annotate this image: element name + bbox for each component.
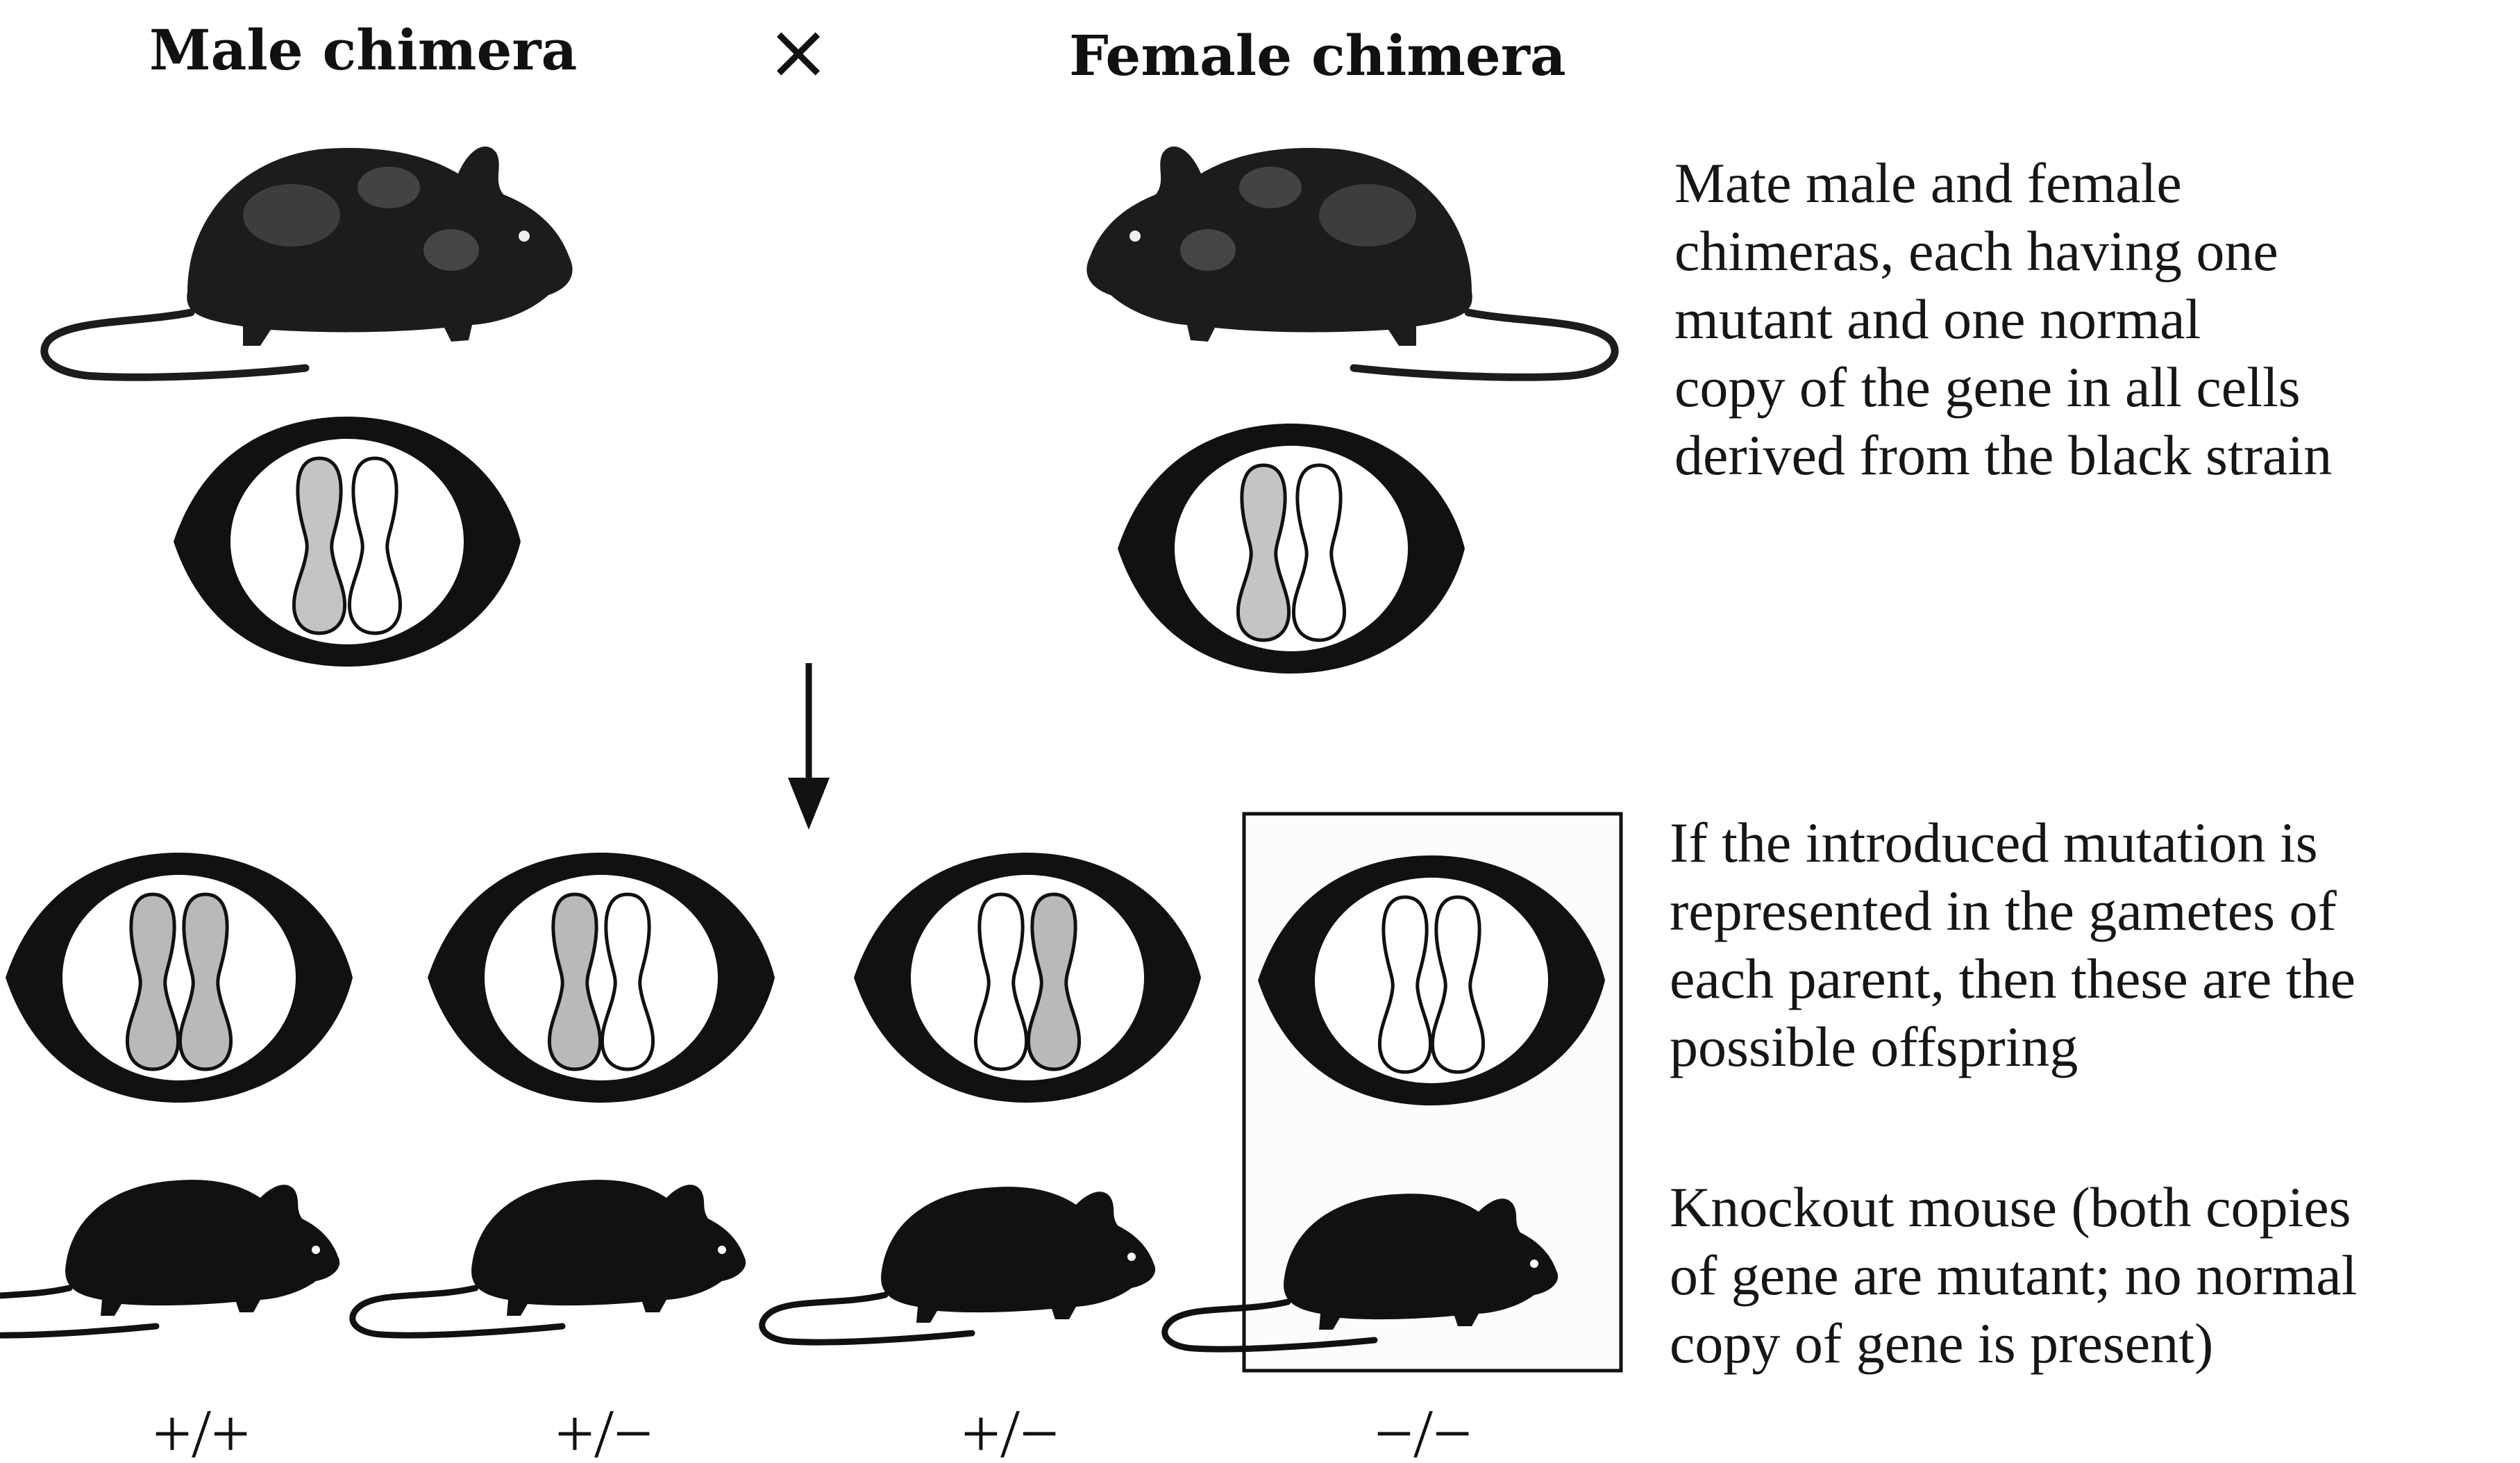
mating-caption: Mate male and female chimeras, each havi… bbox=[1674, 149, 2332, 490]
female-parent-cell bbox=[1118, 424, 1465, 674]
male-chimera-mouse bbox=[44, 147, 573, 377]
genotype-label-4: −/− bbox=[1375, 1395, 1472, 1463]
offspring-mouse-2 bbox=[353, 1180, 746, 1335]
offspring-cell-3 bbox=[854, 853, 1201, 1103]
offspring-cell-2 bbox=[428, 853, 775, 1103]
male-parent-cell bbox=[174, 417, 521, 667]
genotype-label-3: +/− bbox=[961, 1395, 1059, 1463]
offspring-caption: If the introduced mutation is represente… bbox=[1670, 809, 2355, 1081]
offspring-mouse-3 bbox=[762, 1187, 1155, 1342]
genotype-label-2: +/− bbox=[555, 1395, 653, 1463]
female-chimera-label: Female chimera bbox=[1069, 23, 1566, 88]
offspring-cell-1 bbox=[6, 853, 353, 1103]
knockout-caption: Knockout mouse (both copies of gene are … bbox=[1670, 1173, 2358, 1378]
cross-symbol: × bbox=[766, 7, 830, 96]
offspring-mouse-1 bbox=[0, 1180, 339, 1335]
male-chimera-label: Male chimera bbox=[149, 17, 577, 83]
cross-arrow bbox=[788, 663, 830, 830]
female-chimera-mouse bbox=[1086, 147, 1615, 377]
genotype-label-1: +/+ bbox=[153, 1395, 251, 1463]
